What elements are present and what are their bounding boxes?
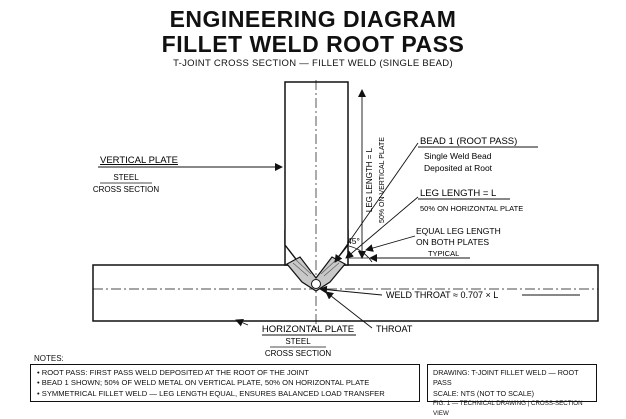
vertical-plate-section: CROSS SECTION — [93, 185, 159, 194]
weld-throat-label: WELD THROAT ≈ 0.707 × L — [386, 290, 498, 300]
drawing-info-figure: FIG. 1 — TECHNICAL DRAWING | CROSS-SECTI… — [433, 399, 583, 418]
notes-heading: NOTES: — [34, 354, 64, 363]
vertical-plate-title: VERTICAL PLATE — [100, 155, 178, 166]
leg-length-horizontal-desc: 50% ON HORIZONTAL PLATE — [420, 204, 523, 213]
horizontal-plate-leader — [235, 319, 249, 327]
weld-root-point — [311, 279, 321, 289]
drawing-info-title: DRAWING: T-JOINT FILLET WELD — ROOT PASS — [433, 368, 579, 388]
equal-leg-typical: TYPICAL — [428, 249, 459, 258]
notes-box: • ROOT PASS: FIRST PASS WELD DEPOSITED A… — [30, 364, 420, 402]
horizontal-plate — [92, 264, 599, 322]
equal-leg-leader — [365, 235, 416, 252]
bead-description-2: Deposited at Root — [424, 163, 493, 173]
angle-arc — [348, 245, 373, 263]
equal-leg-title: EQUAL LEG LENGTH — [416, 226, 501, 236]
angle-label: 45° — [347, 236, 360, 246]
drawing-info-scale: SCALE: NTS (NOT TO SCALE) — [433, 388, 535, 398]
bead-title: BEAD 1 (ROOT PASS) — [420, 136, 517, 147]
leg-length-vertical-label: LEG LENGTH = L — [365, 147, 374, 212]
vertical-plate-material: STEEL — [113, 173, 139, 182]
leg-length-vertical-note: 50% ON VERTICAL PLATE — [379, 137, 386, 223]
note-item: • SYMMETRICAL FILLET WELD — LEG LENGTH E… — [37, 388, 385, 398]
horizontal-plate-title: HORIZONTAL PLATE — [262, 324, 354, 335]
throat-label: THROAT — [376, 324, 413, 334]
weld-bead-ripples — [292, 259, 340, 277]
leg-length-leader — [345, 196, 419, 259]
horizontal-plate-section: CROSS SECTION — [265, 349, 331, 358]
bead-leader — [334, 142, 419, 263]
bead-description: Single Weld Bead — [424, 151, 492, 161]
note-item: • ROOT PASS: FIRST PASS WELD DEPOSITED A… — [37, 368, 309, 377]
throat-leader — [325, 291, 373, 329]
diagram-title-line2: FILLET WELD ROOT PASS — [161, 31, 465, 57]
diagram-title: ENGINEERING DIAGRAM — [169, 6, 457, 32]
note-item: • BEAD 1 SHOWN; 50% OF WELD METAL ON VER… — [37, 378, 370, 388]
drawing-info-box: DRAWING: T-JOINT FILLET WELD — ROOT PASS… — [427, 364, 597, 417]
diagram-subtitle: T-JOINT CROSS SECTION — FILLET WELD (SIN… — [173, 58, 453, 69]
equal-leg-subtitle: ON BOTH PLATES — [416, 237, 489, 247]
leg-length-horizontal-title: LEG LENGTH = L — [420, 188, 496, 199]
weld-throat-dimension — [319, 285, 383, 296]
horizontal-plate-material: STEEL — [285, 337, 311, 346]
